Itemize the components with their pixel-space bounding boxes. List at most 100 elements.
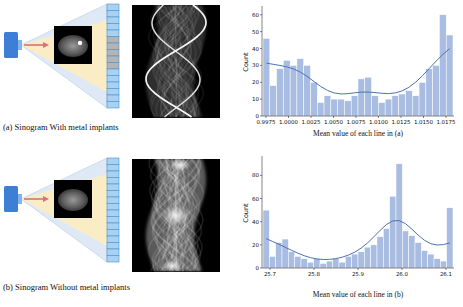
sinogram-trace — [159, 159, 193, 271]
x-tick — [358, 268, 359, 270]
histogram-bar — [344, 101, 351, 116]
beam-arrow — [24, 198, 44, 200]
histogram-bar — [409, 236, 415, 268]
fan-beam — [21, 4, 107, 108]
sub-caption: (a) Sinogram With metal implants — [3, 123, 119, 132]
metal-implant — [78, 41, 82, 45]
tick-label: 25.9 — [352, 271, 364, 277]
sinogram-trace — [150, 159, 202, 271]
tick-label: 1.0100 — [369, 119, 388, 125]
detector — [107, 158, 119, 262]
histogram-bar — [269, 256, 275, 268]
tick-label: 40 — [252, 219, 259, 225]
histogram-bar — [419, 82, 426, 116]
histogram-bar — [333, 259, 339, 268]
histogram-bar — [277, 69, 284, 116]
histogram-bar — [345, 256, 351, 268]
histogram-bar — [446, 35, 453, 116]
tick-label: 25.7 — [264, 271, 276, 277]
tick-label: 20 — [252, 79, 259, 85]
histogram-bar — [290, 65, 297, 116]
sinogram-trace — [152, 159, 200, 271]
histogram-bar — [326, 261, 332, 268]
y-tick — [260, 175, 262, 176]
histogram-bar — [426, 69, 433, 116]
y-tick — [260, 116, 262, 117]
histogram-bar — [301, 259, 307, 268]
histogram-bar — [385, 99, 392, 116]
sinogram-trace — [151, 5, 202, 117]
detector-cell — [107, 178, 119, 185]
sinogram-trace — [156, 5, 195, 117]
tick-label: 26.1 — [440, 271, 452, 277]
histogram-bar — [307, 262, 313, 268]
fan-beam-core — [21, 174, 107, 246]
histogram-bar — [372, 96, 379, 116]
y-axis — [262, 6, 263, 116]
ct-image — [54, 26, 92, 64]
ct-body — [58, 35, 88, 57]
metal-trace — [152, 5, 200, 117]
histogram — [260, 6, 454, 118]
y-tick — [260, 14, 262, 15]
axis-caption: Mean value of each line in (b) — [313, 291, 403, 299]
histogram-bar — [283, 60, 290, 116]
histogram-bar — [317, 103, 324, 117]
histogram-bar — [371, 245, 377, 268]
histogram-bar — [428, 254, 434, 268]
tick-label: 0 — [256, 113, 260, 119]
detector-cell — [107, 204, 119, 211]
detector-cell — [107, 210, 119, 217]
detector-cell — [107, 30, 119, 37]
histogram-bar — [399, 94, 406, 116]
tick-label: 50 — [252, 29, 259, 35]
x-tick — [378, 116, 379, 118]
histogram-bar — [396, 164, 402, 268]
histogram-bar — [331, 99, 338, 116]
sinogram-background — [132, 159, 220, 272]
detector-cell — [107, 37, 119, 44]
axis-label: Count — [243, 203, 250, 222]
histogram-bar — [270, 86, 277, 116]
sinogram-trace — [156, 5, 195, 117]
scanner-a — [4, 4, 119, 108]
detector-cell — [107, 63, 119, 70]
y-tick — [260, 82, 262, 83]
histogram-bar — [339, 262, 345, 268]
tick-label: 1.0000 — [279, 119, 298, 125]
tick-label: 10 — [252, 96, 259, 102]
tick-label: 1.0050 — [324, 119, 343, 125]
tick-label: 20 — [252, 242, 259, 248]
histogram-bar — [365, 77, 372, 116]
fan-beam-core — [21, 20, 107, 92]
detector-cell — [107, 217, 119, 224]
histogram-bar — [378, 103, 385, 117]
axis-caption: Mean value of each line in (a) — [313, 130, 403, 138]
histogram-bar — [402, 231, 408, 268]
density-curve — [266, 49, 449, 94]
histogram-bar — [412, 96, 419, 116]
histogram-bar — [364, 247, 370, 268]
y-axis — [262, 156, 263, 268]
detector-cell — [107, 158, 119, 165]
sinogram-trace — [175, 5, 177, 117]
x-tick — [270, 268, 271, 270]
x-axis — [262, 116, 454, 117]
histogram-bar — [447, 208, 453, 268]
detector-cell — [107, 56, 119, 63]
detector-cell — [107, 223, 119, 230]
x-tick — [288, 116, 289, 118]
detector-cell — [107, 24, 119, 31]
tick-label: 26.0 — [396, 271, 408, 277]
x-tick — [401, 116, 402, 118]
detector-cell — [107, 50, 119, 57]
scanner-b — [4, 158, 119, 262]
tick-label: 80 — [252, 172, 259, 178]
sinogram-trace — [154, 159, 198, 271]
sinogram-trace — [149, 159, 204, 271]
histogram-bar — [282, 239, 288, 268]
axis-label: Count — [243, 52, 250, 71]
sinogram-trace — [152, 159, 201, 271]
detector — [107, 4, 119, 108]
